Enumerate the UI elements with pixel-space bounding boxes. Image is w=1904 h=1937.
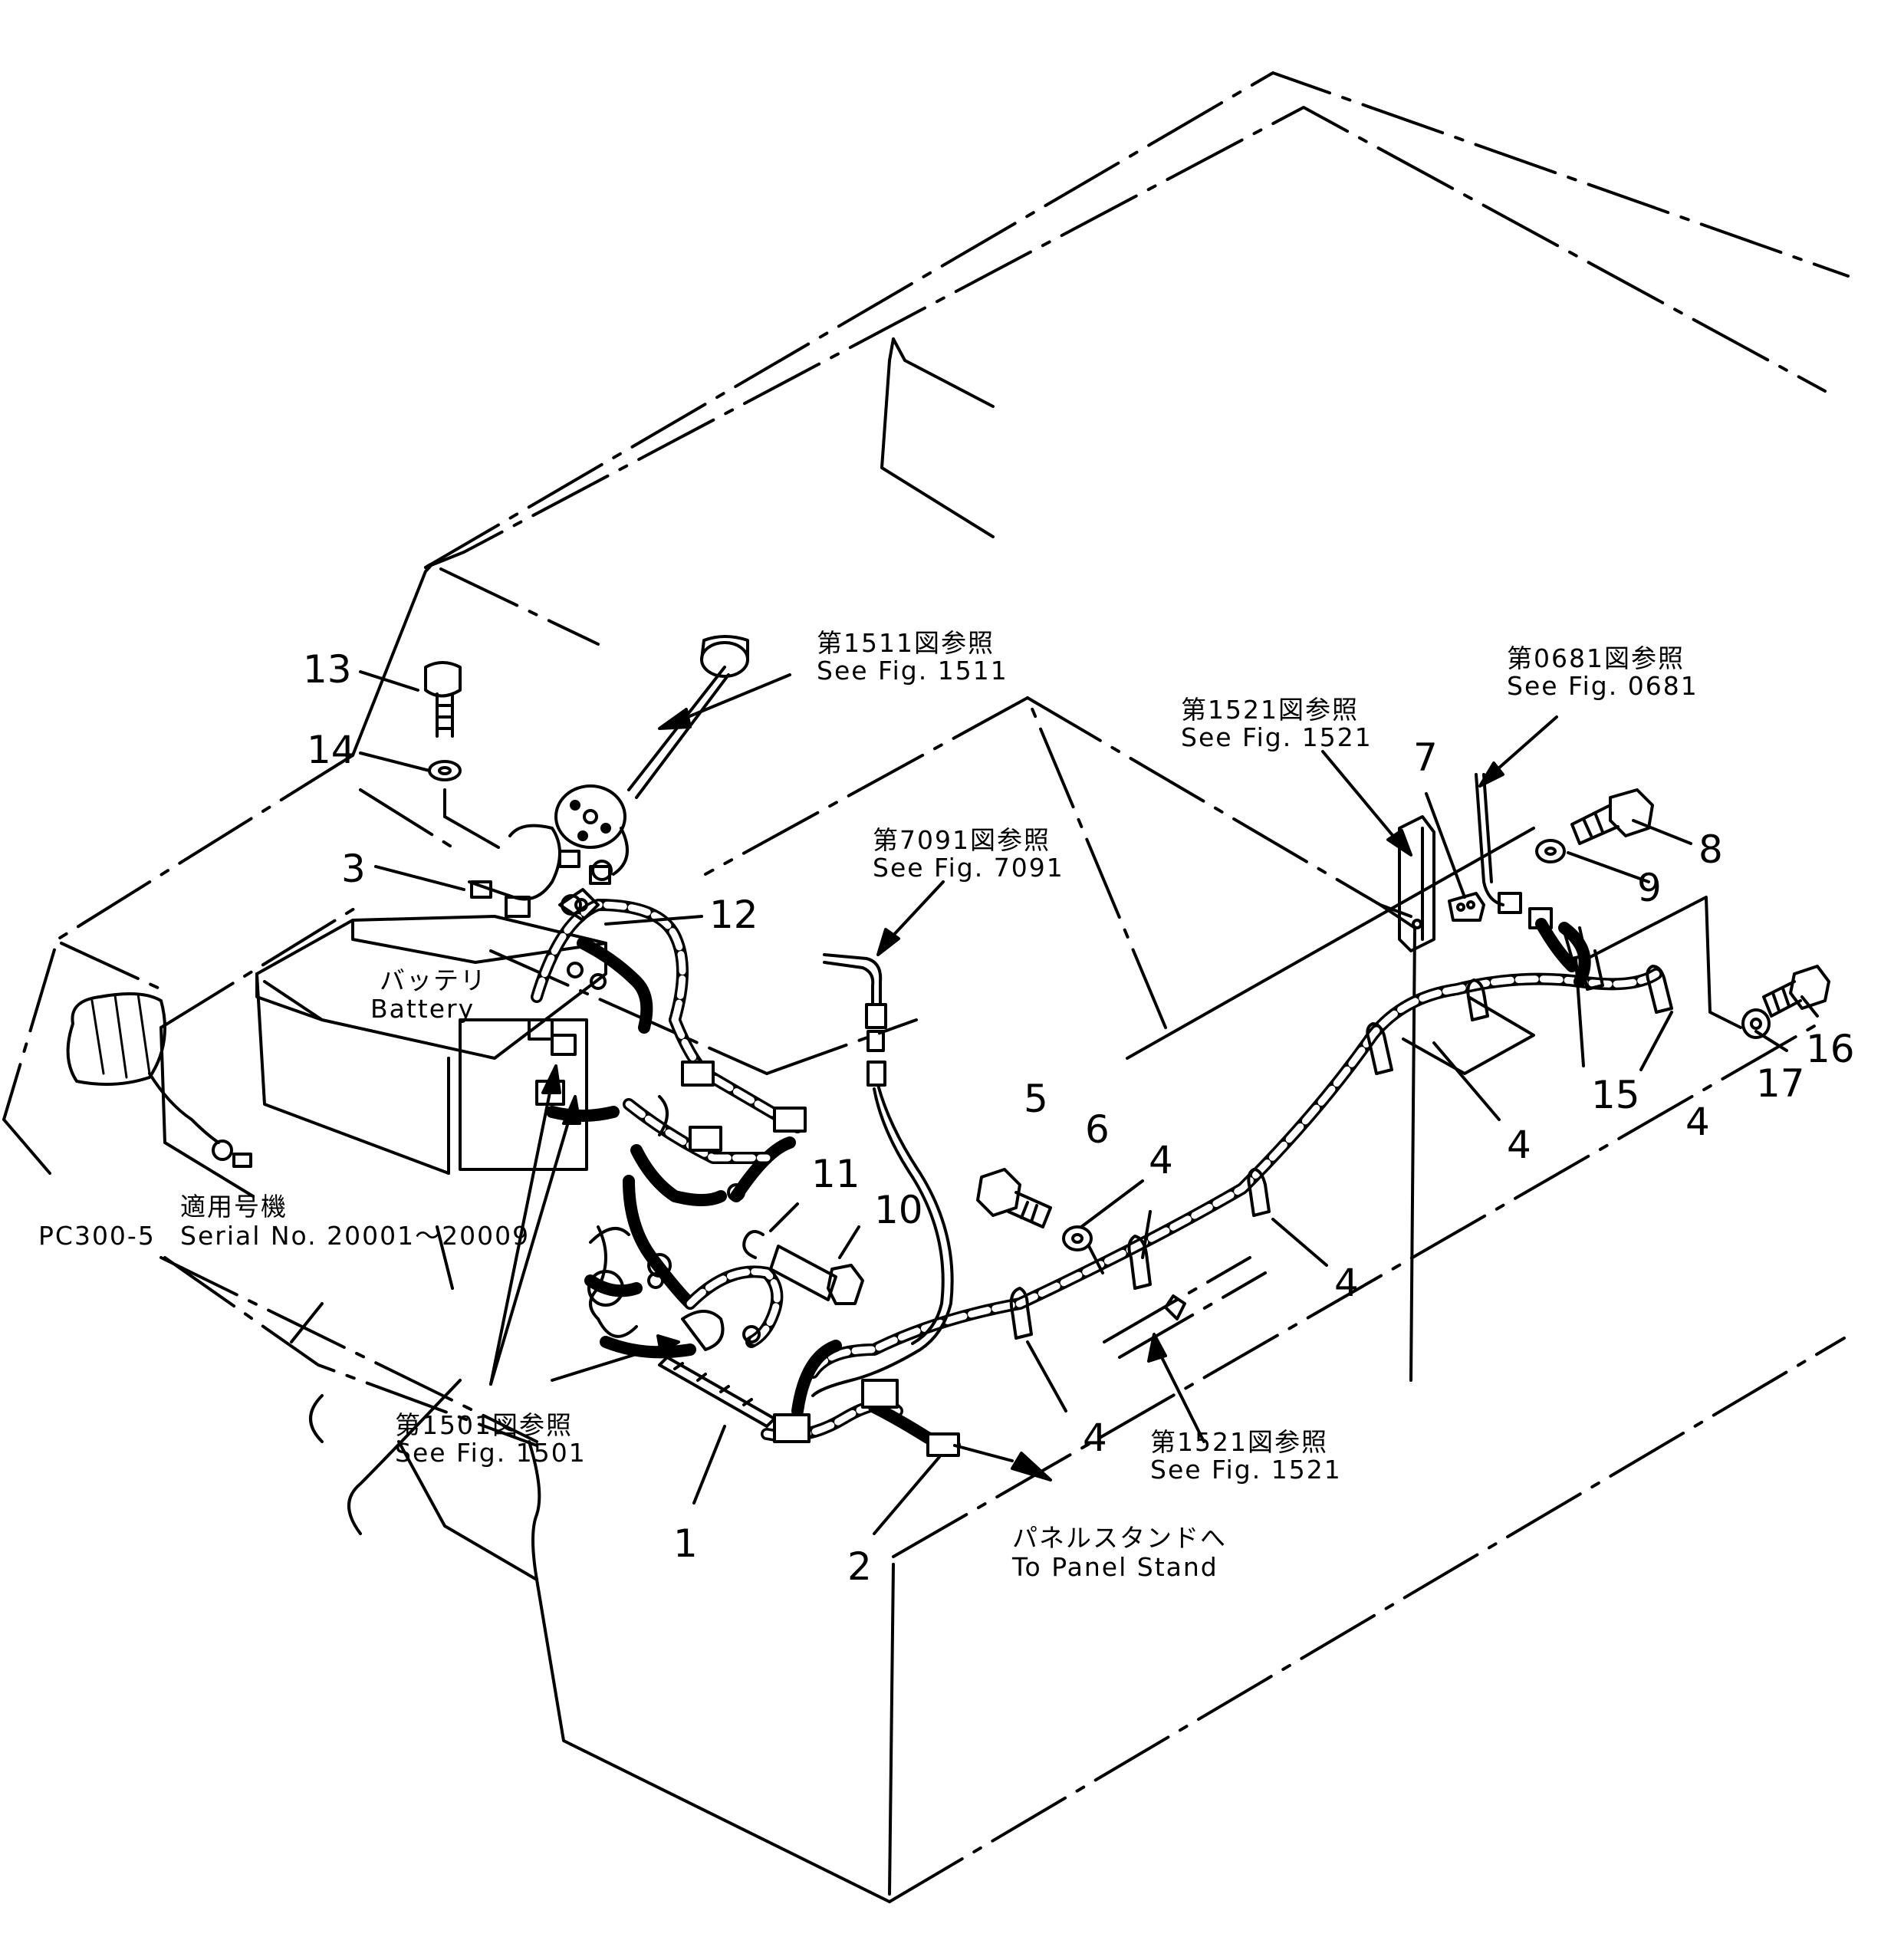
probe-7091: [811, 953, 954, 1397]
bolt-5: [976, 1168, 1052, 1228]
washer-11: [742, 1230, 765, 1259]
ground-strap: [868, 1401, 1052, 1482]
callout-numbers: 1 2 3 4 4 4 4 4 5 6 7 8 9 10 11 12 13 14…: [303, 647, 1855, 1589]
wire-0681: [1475, 773, 1578, 972]
ref-7091-jp: 第7091図参照: [873, 825, 1051, 855]
machine-outline: [2, 71, 1850, 1903]
ref-7091-en: See Fig. 7091: [873, 853, 1064, 883]
panel-label-jp: パネルスタンドへ: [1012, 1523, 1227, 1553]
callout-14: 14: [307, 728, 356, 772]
ref-1521a-jp: 第1521図参照: [1181, 695, 1359, 725]
fuel-sender: [554, 635, 749, 881]
panel-label-en: To Panel Stand: [1011, 1552, 1218, 1582]
bolt-13: [424, 661, 462, 738]
ref-1511-en: See Fig. 1511: [817, 656, 1008, 686]
callout-8: 8: [1698, 827, 1723, 872]
battery: [255, 915, 607, 1175]
bracket-1521-upper: [1398, 815, 1435, 952]
bracket-15-arm: [1578, 949, 1604, 991]
bolt-16: [1762, 965, 1830, 1018]
ref-1501-en: See Fig. 1501: [395, 1438, 587, 1468]
reference-labels: 第1511図参照 See Fig. 1511 第1521図参照 See Fig.…: [38, 628, 1698, 1582]
applicable-label: 適用号機: [180, 1192, 288, 1222]
serial-label: Serial No. 20001～20009: [180, 1221, 530, 1251]
leaders: [359, 670, 1819, 1535]
callout-10: 10: [874, 1188, 923, 1232]
ref-1511-jp: 第1511図参照: [817, 628, 995, 658]
callout-4d: 4: [1507, 1123, 1531, 1167]
ref-0681-jp: 第0681図参照: [1507, 643, 1685, 673]
clamps: [1009, 926, 1673, 1340]
plate-1521-lower: [1103, 1256, 1267, 1359]
callout-15: 15: [1591, 1073, 1640, 1117]
washer-9: [1535, 839, 1566, 863]
ref-1521b-jp: 第1521図参照: [1150, 1427, 1328, 1457]
detail-frame: [459, 1018, 588, 1171]
callout-1: 1: [673, 1521, 698, 1566]
callout-11: 11: [811, 1152, 860, 1196]
harness-strip: [658, 1356, 776, 1428]
panel-harness: [528, 894, 899, 1443]
ref-1521b-en: See Fig. 1521: [1150, 1455, 1342, 1485]
callout-3: 3: [341, 847, 366, 891]
callout-12: 12: [709, 893, 758, 937]
bolt-10: [769, 1245, 864, 1305]
washer-17: [1741, 1008, 1771, 1039]
sensor-7: [1448, 892, 1485, 922]
bracket-12: [558, 888, 600, 922]
callout-2: 2: [847, 1544, 872, 1589]
battery-label-en: Battery: [370, 994, 475, 1024]
callout-17: 17: [1756, 1061, 1805, 1106]
washer-14: [428, 760, 500, 849]
bolt-8: [1570, 788, 1654, 845]
callout-9: 9: [1637, 866, 1662, 910]
ref-0681-en: See Fig. 0681: [1507, 671, 1698, 701]
callout-6: 6: [1085, 1107, 1110, 1152]
washer-6: [1062, 1225, 1093, 1251]
callout-4a: 4: [1149, 1138, 1173, 1182]
ref-1521a-en: See Fig. 1521: [1181, 722, 1373, 752]
callout-5: 5: [1024, 1077, 1048, 1121]
bracket-15: [1586, 896, 1742, 1029]
sensor-left: [66, 992, 252, 1168]
callout-7: 7: [1413, 735, 1438, 780]
callout-4c: 4: [1334, 1261, 1359, 1305]
plate-4: [1402, 995, 1535, 1075]
callout-4e: 4: [1685, 1100, 1710, 1144]
model-label: PC300-5: [38, 1221, 156, 1251]
callout-16: 16: [1806, 1027, 1855, 1071]
callout-13: 13: [303, 647, 352, 692]
battery-label-jp: バッテリ: [380, 965, 487, 995]
callout-4b: 4: [1083, 1416, 1107, 1460]
ref-1501-jp: 第1501図参照: [395, 1410, 573, 1440]
